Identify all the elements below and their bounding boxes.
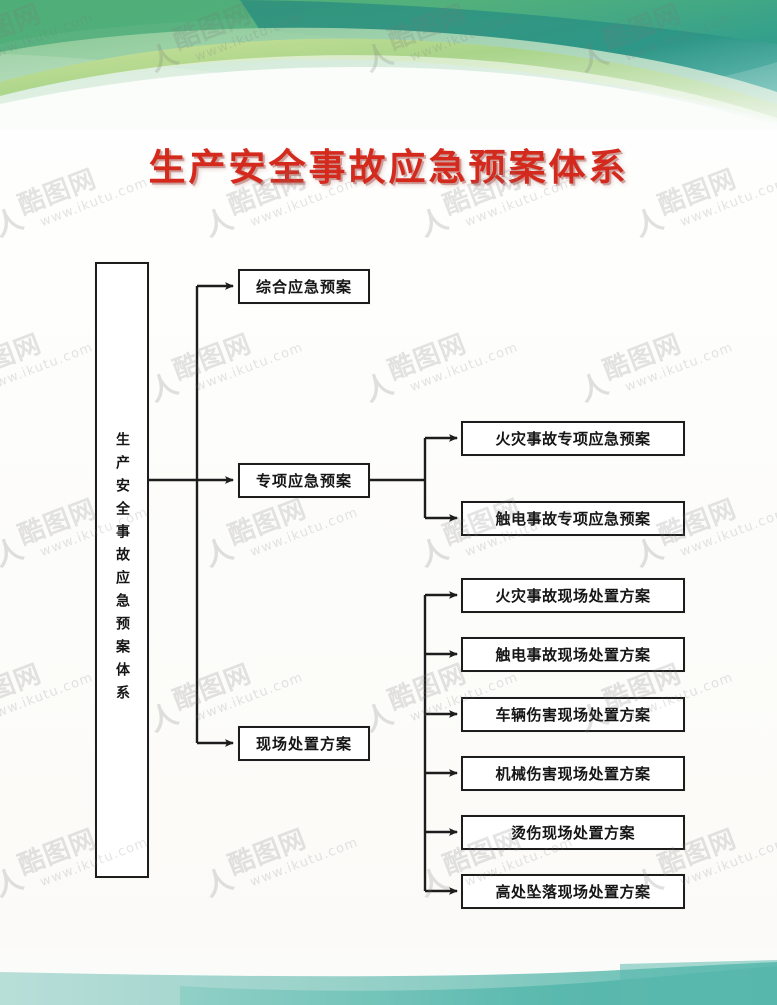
node-label: 火灾事故专项应急预案 <box>495 430 651 448</box>
node-onsite-plan[interactable]: 现场处置方案 <box>238 726 370 761</box>
node-label: 专项应急预案 <box>255 472 352 490</box>
footer-swoosh-graphic <box>0 950 777 1005</box>
node-label: 烫伤现场处置方案 <box>510 824 635 842</box>
header-decoration <box>0 0 777 130</box>
node-label: 综合应急预案 <box>255 278 352 296</box>
node-electric-special-plan[interactable]: 触电事故专项应急预案 <box>461 501 685 536</box>
node-fire-special-plan[interactable]: 火灾事故专项应急预案 <box>461 421 685 456</box>
node-electric-onsite-plan[interactable]: 触电事故现场处置方案 <box>461 637 685 672</box>
footer-decoration <box>0 950 777 1005</box>
node-vehicle-onsite-plan[interactable]: 车辆伤害现场处置方案 <box>461 697 685 732</box>
page-title: 生产安全事故应急预案体系 <box>148 146 629 189</box>
node-machinery-onsite-plan[interactable]: 机械伤害现场处置方案 <box>461 756 685 791</box>
node-label: 高处坠落现场处置方案 <box>495 883 651 901</box>
node-scald-onsite-plan[interactable]: 烫伤现场处置方案 <box>461 815 685 850</box>
node-label: 车辆伤害现场处置方案 <box>495 706 651 724</box>
root-node-label: 生产安全事故应急预案体系 <box>114 432 130 708</box>
header-swoosh-graphic <box>0 0 777 130</box>
node-comprehensive-plan[interactable]: 综合应急预案 <box>238 269 370 304</box>
node-label: 机械伤害现场处置方案 <box>495 765 651 783</box>
node-label: 触电事故现场处置方案 <box>495 646 651 664</box>
node-special-plan[interactable]: 专项应急预案 <box>238 463 370 498</box>
node-fire-onsite-plan[interactable]: 火灾事故现场处置方案 <box>461 578 685 613</box>
root-node[interactable]: 生产安全事故应急预案体系 <box>95 262 149 878</box>
node-label: 现场处置方案 <box>255 735 352 753</box>
node-fall-onsite-plan[interactable]: 高处坠落现场处置方案 <box>461 874 685 909</box>
node-label: 触电事故专项应急预案 <box>495 510 651 528</box>
node-label: 火灾事故现场处置方案 <box>495 587 651 605</box>
